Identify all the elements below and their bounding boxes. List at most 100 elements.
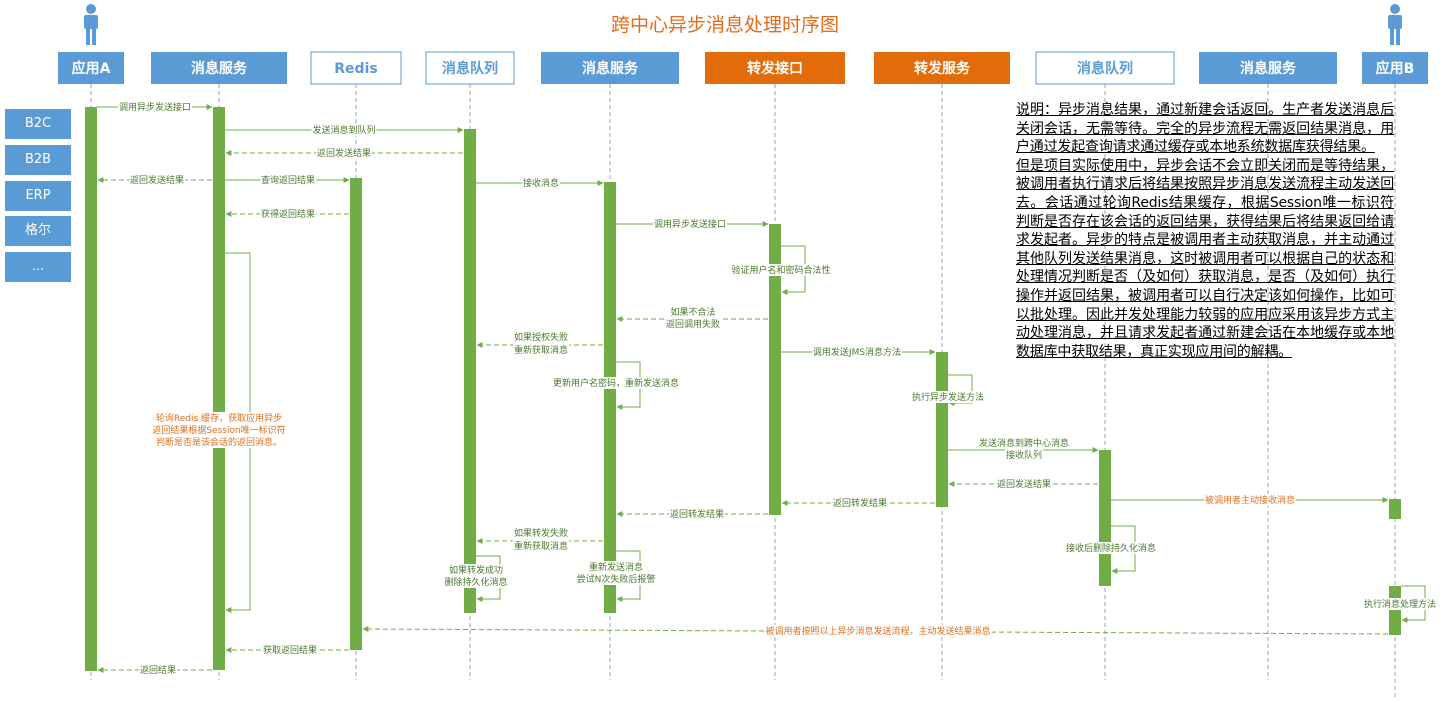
label-m8: 调用异步发送接口 [654, 218, 726, 230]
label-m2: 发送消息到队列 [312, 124, 375, 136]
svg-text:转发接口: 转发接口 [747, 60, 803, 77]
actor-message-service-1: 消息服务 [151, 52, 287, 84]
label-background [128, 174, 186, 186]
person-icon-b [1388, 4, 1402, 45]
label-background [259, 174, 317, 186]
label-m20b: 重新获取消息 [514, 540, 568, 552]
actor-message-queue-2: 消息队列 [1035, 51, 1175, 85]
actor-app-b: 应用B [1362, 52, 1428, 84]
label-m11b: 重新获取消息 [514, 344, 568, 356]
label-background [551, 377, 681, 389]
label-m9: 验证用户名和密码合法性 [731, 264, 830, 276]
label-background [587, 561, 645, 573]
label-m12: 更新用户名密码，重新发送消息 [553, 377, 679, 389]
label-background [315, 147, 373, 159]
label-background [764, 625, 992, 637]
actor-message-service-3: 消息服务 [1199, 52, 1337, 84]
label-background [512, 527, 570, 539]
label-m19: 返回转发结果 [670, 508, 724, 520]
label-background [575, 573, 657, 585]
label-background [1004, 449, 1044, 461]
client-b2c: B2C [5, 109, 71, 139]
label-background [669, 306, 717, 318]
person-icon-a [84, 4, 98, 45]
label-m10a: 如果不合法 [670, 306, 715, 318]
label-background [831, 497, 889, 509]
svg-text:消息服务: 消息服务 [582, 60, 639, 77]
label-m6: 接收消息 [523, 177, 559, 189]
label-m23b: 尝试N次失败后报警 [577, 573, 656, 585]
svg-text:应用A: 应用A [72, 60, 111, 77]
description-para-2: 但是项目实际使用中，异步会话不会立即关闭而是等待结果，被调用者执行请求后将结果按… [1016, 157, 1394, 360]
activation-bars [85, 107, 1401, 671]
label-m23a: 重新发送消息 [589, 561, 643, 573]
label-m3: 返回发送结果 [317, 147, 371, 159]
label-m26: 获取返回结果 [263, 644, 317, 656]
label-m27: 返回结果 [140, 664, 176, 676]
label-m15a: 发送消息到跨中心消息 [979, 437, 1069, 449]
label-background [512, 331, 570, 343]
label-m24: 执行消息处理方法 [1364, 598, 1436, 610]
svg-text:消息服务: 消息服务 [1240, 60, 1297, 77]
label-background [261, 644, 319, 656]
label-background [652, 218, 728, 230]
label-m1: 调用异步发送接口 [119, 101, 191, 113]
client-b2b: B2B [5, 145, 71, 175]
label-m4: 返回发送结果 [130, 174, 184, 186]
poll-note-line-1: 轮询Redis 缓存，获取应用异步 [156, 412, 282, 424]
client-more: ... [5, 252, 71, 282]
actor-forward-interface: 转发接口 [705, 52, 845, 84]
actor-app-a: 应用A [58, 52, 124, 84]
actor-redis: Redis [310, 51, 402, 85]
label-background [443, 576, 509, 588]
label-background [138, 664, 178, 676]
label-background [512, 540, 570, 552]
label-m20a: 如果转发失败 [514, 527, 568, 539]
description-para-1: 说明：异步消息结果，通过新建会话返回。生产者发送消息后关闭会话，无需等待。完全的… [1016, 102, 1394, 156]
label-background [117, 101, 193, 113]
label-background [995, 478, 1053, 490]
label-background [811, 346, 903, 358]
svg-text:消息队列: 消息队列 [1077, 60, 1133, 77]
label-background [1203, 494, 1297, 506]
label-background [730, 264, 832, 276]
label-background [512, 344, 570, 356]
poll-note-line-2: 返回结果根据Session唯一标识符 [152, 424, 285, 436]
label-background [259, 208, 317, 220]
label-m13: 调用发送JMS消息方法 [813, 346, 901, 358]
actor-message-queue-1: 消息队列 [425, 51, 515, 85]
message-labels: 调用异步发送接口 发送消息到队列 返回发送结果 返回发送结果 查询返回结果 接收… [117, 101, 1438, 676]
label-background [910, 391, 986, 403]
label-background [977, 437, 1071, 449]
label-m10b: 返回调用失败 [666, 318, 720, 330]
client-geer: 格尔 [5, 216, 71, 246]
label-background [154, 412, 284, 424]
label-m21: 接收后删除持久化消息 [1066, 542, 1156, 554]
client-erp: ERP [5, 181, 71, 211]
label-background [1362, 598, 1438, 610]
svg-text:消息服务: 消息服务 [191, 60, 248, 77]
label-background [668, 508, 726, 520]
svg-text:Redis: Redis [334, 61, 377, 77]
label-m5: 查询返回结果 [261, 174, 315, 186]
actor-forward-service: 转发服务 [874, 52, 1010, 84]
label-m14: 执行异步发送方法 [912, 391, 984, 403]
label-background [311, 124, 377, 136]
description-note: 说明：异步消息结果，通过新建会话返回。生产者发送消息后关闭会话，无需等待。完全的… [1016, 101, 1394, 361]
label-background [521, 177, 561, 189]
label-m16: 返回发送结果 [997, 478, 1051, 490]
label-m22a: 如果转发成功 [449, 564, 503, 576]
svg-text:消息队列: 消息队列 [442, 60, 498, 77]
label-background [1064, 542, 1158, 554]
label-background [151, 424, 287, 436]
label-background [154, 436, 284, 448]
label-m25: 被调用者按照以上异步消息发送流程，主动发送结果消息 [765, 625, 990, 637]
diagram-title: 跨中心异步消息处理时序图 [610, 14, 839, 36]
label-m15b: 接收队列 [1006, 449, 1042, 461]
label-m7: 获得返回结果 [261, 208, 315, 220]
svg-text:转发服务: 转发服务 [914, 60, 971, 77]
label-m18: 返回转发结果 [833, 497, 887, 509]
svg-text:应用B: 应用B [1376, 60, 1415, 77]
